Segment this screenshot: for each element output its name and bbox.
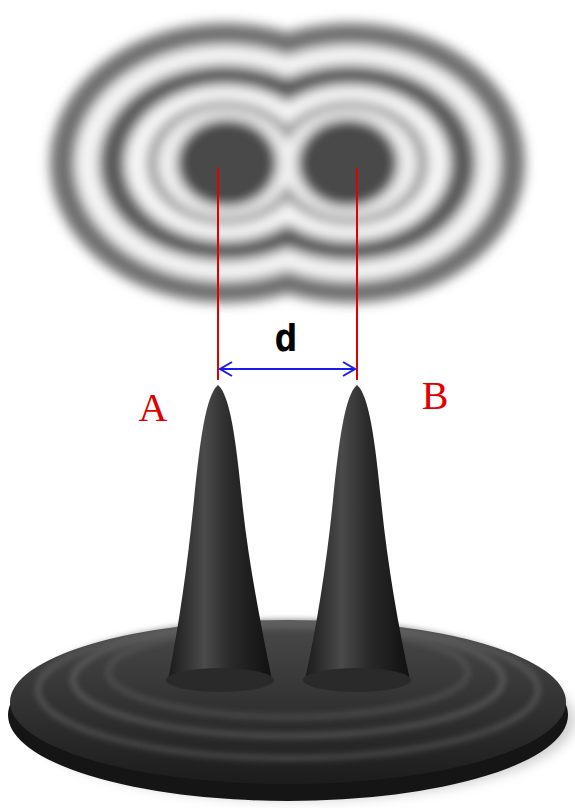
spike-b bbox=[305, 385, 410, 680]
spike-a bbox=[168, 385, 272, 680]
dimension-arrow bbox=[220, 362, 355, 376]
guide-line bbox=[356, 168, 358, 380]
point-label: A bbox=[139, 388, 168, 428]
dimension-label: d bbox=[275, 319, 298, 357]
ring-pattern bbox=[50, 23, 525, 303]
ripple-base bbox=[8, 620, 568, 801]
point-label: B bbox=[422, 376, 449, 416]
guide-line bbox=[217, 168, 219, 380]
